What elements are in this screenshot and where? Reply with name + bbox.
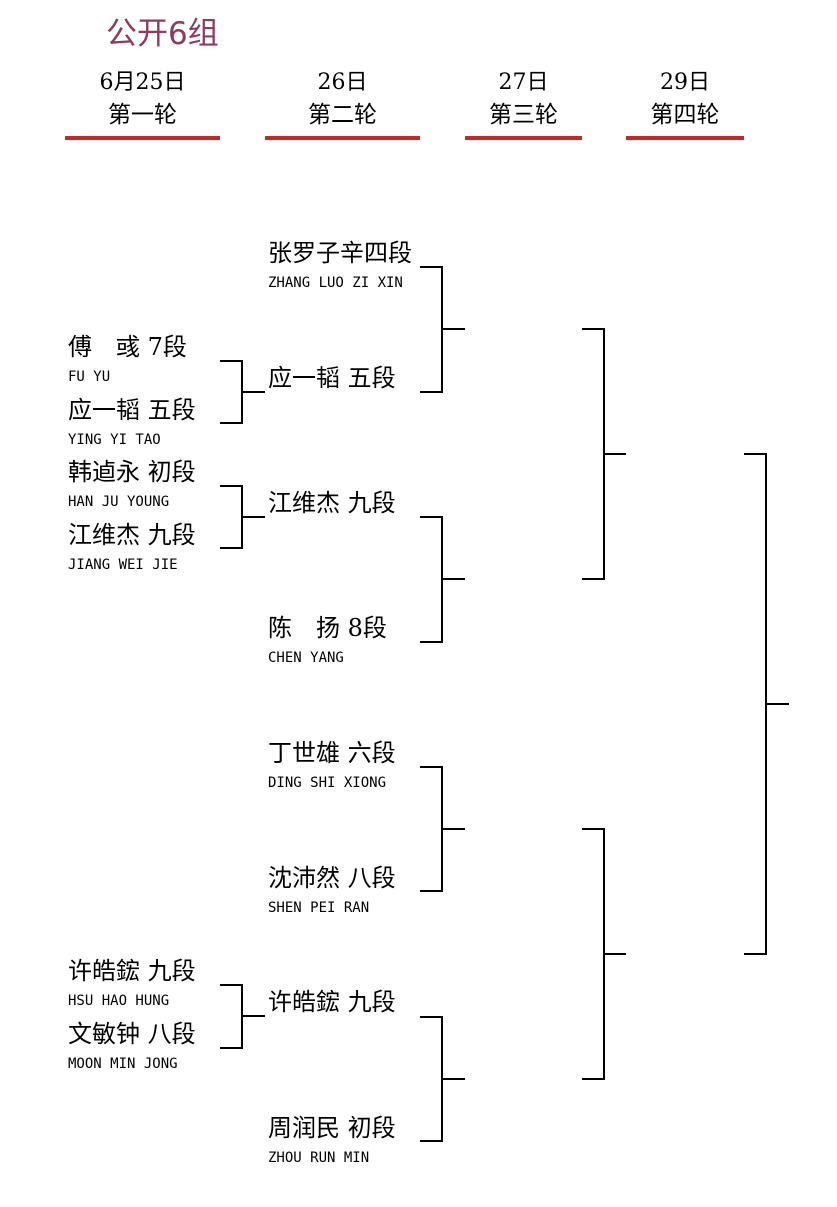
player-name-en: SHEN PEI RAN [268,900,370,916]
round-name: 第一轮 [108,102,177,128]
bracket-connector [582,328,626,580]
player-name-cn: 江维杰 九段 [268,489,396,517]
round2-player: 沈沛然 八段 SHEN PEI RAN [268,864,396,917]
player-name-cn: 陈 扬 8段 [268,614,387,642]
round-underline [65,136,220,140]
bracket-connector [220,485,265,549]
round-header-4: 29日 第四轮 [626,68,744,140]
group-title: 公开6组 [106,16,219,52]
player-name-en: CHEN YANG [268,650,344,666]
round-underline [465,136,582,140]
round1-player: 应一韬 五段 YING YI TAO [68,396,196,449]
round-date: 27日 [498,70,549,95]
round-underline [626,136,744,140]
round-name: 第三轮 [489,102,558,128]
round-date: 29日 [660,70,710,95]
round1-player: 江维杰 九段 JIANG WEI JIE [68,521,196,574]
bracket-connector [744,453,789,955]
player-name-en: ZHANG LUO ZI XIN [268,275,403,291]
player-name-cn: 韩逌永 初段 [68,458,196,486]
round2-player: 张罗子辛四段 ZHANG LUO ZI XIN [268,239,412,292]
player-name-en: MOON MIN JONG [68,1056,178,1072]
bracket-connector [420,1016,465,1142]
player-name-en: HAN JU YOUNG [68,494,170,510]
round1-player: 韩逌永 初段 HAN JU YOUNG [68,458,196,511]
round-underline [265,136,420,140]
round2-player: 许皓鋐 九段 [268,988,396,1016]
bracket-connector [420,516,465,643]
player-name-cn: 傅 彧 7段 [68,333,187,361]
player-name-cn: 张罗子辛四段 [268,239,412,267]
bracket-connector [420,766,465,892]
player-name-cn: 应一韬 五段 [268,364,396,392]
round1-player: 许皓鋐 九段 HSU HAO HUNG [68,957,196,1010]
player-name-en: YING YI TAO [68,432,161,448]
player-name-cn: 许皓鋐 九段 [68,957,196,985]
player-name-cn: 丁世雄 六段 [268,739,396,767]
player-name-cn: 应一韬 五段 [68,396,196,424]
round-date: 6月25日 [99,70,186,95]
round2-player: 丁世雄 六段 DING SHI XIONG [268,739,396,792]
round-name: 第二轮 [308,102,377,128]
round-header-1: 6月25日 第一轮 [65,68,220,140]
round-name: 第四轮 [650,102,720,128]
round-date: 26日 [317,70,368,95]
player-name-cn: 江维杰 九段 [68,521,196,549]
bracket-connector [420,266,465,393]
player-name-cn: 沈沛然 八段 [268,864,396,892]
player-name-en: DING SHI XIONG [268,775,387,791]
round-header-3: 27日 第三轮 [465,68,582,140]
player-name-en: ZHOU RUN MIN [268,1150,370,1166]
bracket-connector [220,360,265,424]
round2-player: 应一韬 五段 [268,364,396,392]
player-name-en: JIANG WEI JIE [68,557,178,573]
round2-player: 江维杰 九段 [268,489,396,517]
player-name-cn: 文敏钟 八段 [68,1020,196,1048]
round2-player: 陈 扬 8段 CHEN YANG [268,614,387,667]
round1-player: 傅 彧 7段 FU YU [68,333,187,386]
bracket-connector [220,984,265,1049]
player-name-en: HSU HAO HUNG [68,993,170,1009]
player-name-cn: 周润民 初段 [268,1114,396,1142]
bracket-connector [582,828,626,1080]
player-name-cn: 许皓鋐 九段 [268,988,396,1016]
round2-player: 周润民 初段 ZHOU RUN MIN [268,1114,396,1167]
round-header-2: 26日 第二轮 [265,68,420,140]
round1-player: 文敏钟 八段 MOON MIN JONG [68,1020,196,1073]
player-name-en: FU YU [68,369,111,385]
